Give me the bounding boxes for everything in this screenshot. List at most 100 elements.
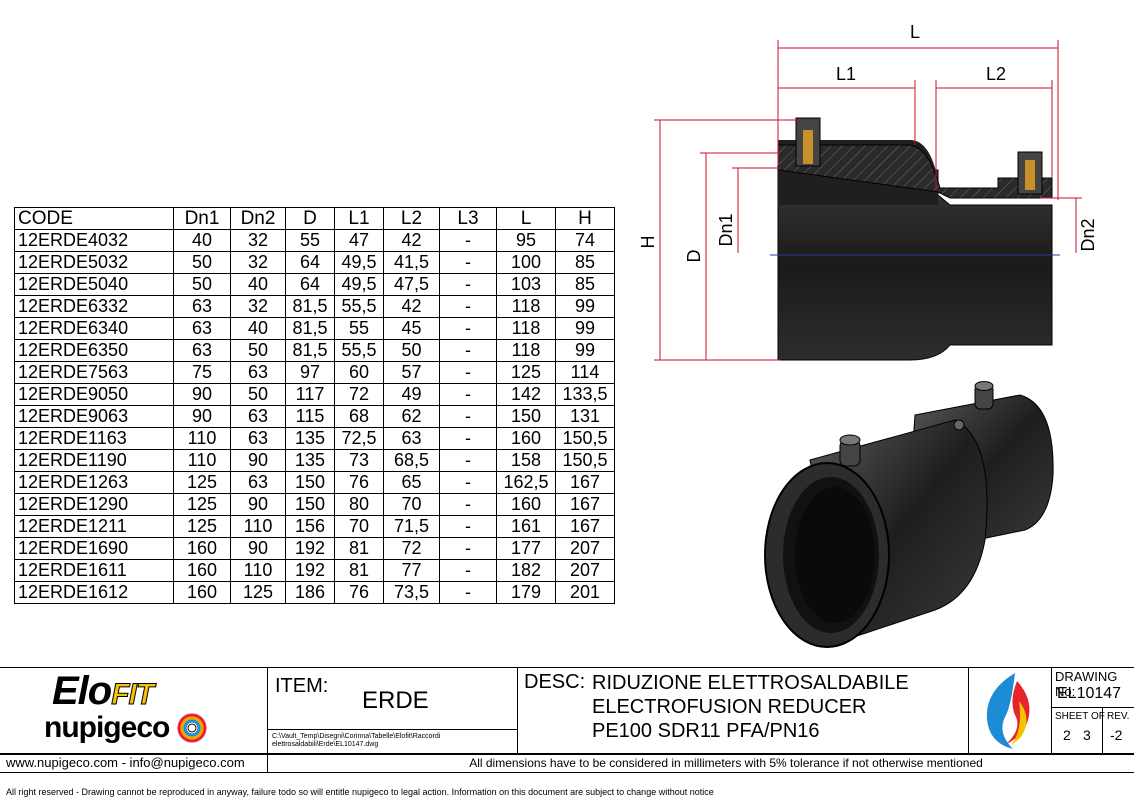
- dim-Dn1: Dn1: [716, 213, 736, 246]
- table-cell: 110: [173, 427, 231, 450]
- desc-line3: PE100 SDR11 PFA/PN16: [592, 720, 820, 742]
- col-l: L: [496, 207, 556, 230]
- table-cell: 125: [230, 581, 286, 604]
- table-cell: -: [439, 361, 497, 384]
- table-cell: 50: [173, 273, 231, 296]
- logo-nupigeco-text: nupigeco: [44, 711, 170, 744]
- table-cell: 90: [230, 537, 286, 560]
- table-cell: -: [439, 251, 497, 274]
- table-cell: 160: [496, 493, 556, 516]
- table-cell: 160: [173, 559, 231, 582]
- table-cell: 72,5: [334, 427, 384, 450]
- title-block: EloFIT nupigeco www.nupigeco.com - info@…: [0, 667, 1134, 774]
- table-cell: 192: [285, 559, 335, 582]
- table-cell: -: [439, 295, 497, 318]
- table-cell: 207: [555, 537, 615, 560]
- rights-note: All right reserved - Drawing cannot be r…: [6, 787, 714, 797]
- table-cell-code: 12ERDE9063: [14, 405, 174, 428]
- logo-area: EloFIT nupigeco: [0, 667, 268, 755]
- dim-Dn2: Dn2: [1078, 218, 1098, 251]
- drawing-no-label: DRAWING No:: [1055, 669, 1118, 699]
- table-cell: 135: [285, 449, 335, 472]
- table-cell-code: 12ERDE6332: [14, 295, 174, 318]
- sheet-label: SHEET OF: [1055, 711, 1105, 722]
- item-label: ITEM:: [275, 675, 329, 697]
- table-cell: 90: [230, 449, 286, 472]
- table-cell: 50: [230, 383, 286, 406]
- table-cell: 125: [173, 515, 231, 538]
- table-cell: -: [439, 405, 497, 428]
- table-cell: 150: [285, 471, 335, 494]
- table-cell: 76: [334, 581, 384, 604]
- table-cell-code: 12ERDE1211: [14, 515, 174, 538]
- table-cell: 80: [334, 493, 384, 516]
- table-cell: 110: [173, 449, 231, 472]
- table-cell: 70: [383, 493, 440, 516]
- table-cell-code: 12ERDE1263: [14, 471, 174, 494]
- desc-label: DESC:: [524, 671, 586, 693]
- table-cell-code: 12ERDE1612: [14, 581, 174, 604]
- col-dn1: Dn1: [173, 207, 231, 230]
- table-cell: 71,5: [383, 515, 440, 538]
- table-cell: -: [439, 427, 497, 450]
- table-cell: 115: [285, 405, 335, 428]
- table-cell-code: 12ERDE5040: [14, 273, 174, 296]
- table-cell: 40: [173, 229, 231, 252]
- nupigeco-logo: nupigeco: [44, 711, 207, 745]
- table-cell: 55: [334, 317, 384, 340]
- table-cell: 179: [496, 581, 556, 604]
- table-cell: 118: [496, 317, 556, 340]
- table-cell: 161: [496, 515, 556, 538]
- table-cell: -: [439, 559, 497, 582]
- table-cell: -: [439, 537, 497, 560]
- table-cell: 50: [383, 339, 440, 362]
- table-cell: 85: [555, 273, 615, 296]
- table-cell-code: 12ERDE9050: [14, 383, 174, 406]
- table-cell: 182: [496, 559, 556, 582]
- reducer-body: [777, 169, 1053, 361]
- table-cell: -: [439, 493, 497, 516]
- table-cell: 62: [383, 405, 440, 428]
- table-cell: 72: [383, 537, 440, 560]
- table-cell: 63: [230, 361, 286, 384]
- table-cell: 63: [173, 339, 231, 362]
- table-cell: 40: [230, 273, 286, 296]
- table-cell: 90: [173, 383, 231, 406]
- table-cell: 192: [285, 537, 335, 560]
- table-cell: 81: [334, 559, 384, 582]
- dim-D: D: [684, 250, 704, 263]
- table-cell: 150,5: [555, 427, 615, 450]
- table-cell: 40: [230, 317, 286, 340]
- elofit-logo: EloFIT: [52, 669, 155, 717]
- table-cell: 131: [555, 405, 615, 428]
- desc-line2: ELECTROFUSION REDUCER: [592, 696, 867, 718]
- table-cell: 47,5: [383, 273, 440, 296]
- dim-H: H: [640, 236, 658, 249]
- drawing-no: EL10147: [1057, 685, 1122, 702]
- table-cell: 50: [173, 251, 231, 274]
- table-cell: 49,5: [334, 273, 384, 296]
- website-text[interactable]: www.nupigeco.com - info@nupigeco.com: [6, 755, 245, 770]
- rainbow-ring-icon: [177, 713, 207, 743]
- table-cell: -: [439, 471, 497, 494]
- col-d: D: [285, 207, 335, 230]
- table-cell: 158: [496, 449, 556, 472]
- table-cell: 50: [230, 339, 286, 362]
- revision: -2: [1110, 727, 1123, 743]
- table-cell: 55: [285, 229, 335, 252]
- table-cell: 156: [285, 515, 335, 538]
- table-cell: 55,5: [334, 295, 384, 318]
- table-cell: 177: [496, 537, 556, 560]
- table-cell: 55,5: [334, 339, 384, 362]
- table-cell: 103: [496, 273, 556, 296]
- dim-L1: L1: [836, 64, 856, 84]
- table-cell-code: 12ERDE1290: [14, 493, 174, 516]
- table-cell-code: 12ERDE1611: [14, 559, 174, 582]
- table-cell: 99: [555, 317, 615, 340]
- col-dn2: Dn2: [230, 207, 286, 230]
